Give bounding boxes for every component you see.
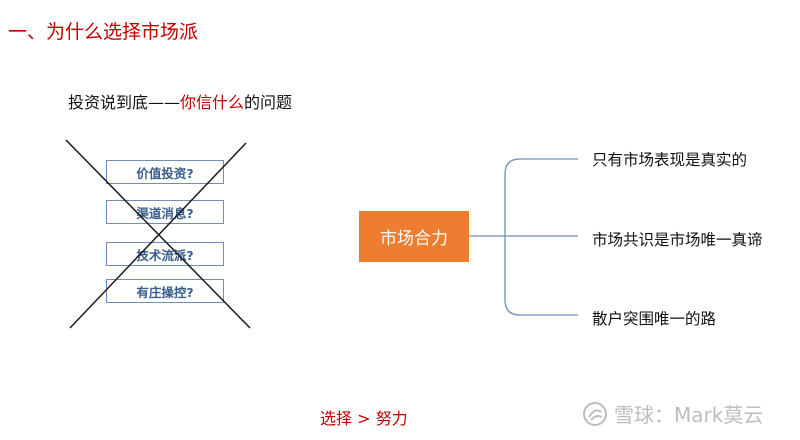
cross-line-1 [65,139,251,329]
watermark: 雪球：Mark莫云 [582,399,763,428]
branch-label-1: 只有市场表现是真实的 [592,151,748,169]
option-box-value-investing: 价值投资? [106,160,224,184]
subtitle-suffix: 的问题 [244,93,293,112]
snowball-logo-icon [583,401,607,426]
connector-bracket [504,158,578,316]
option-box-technical-analysis: 技术流派? [106,242,224,266]
option-box-manipulation: 有庄操控? [106,279,224,303]
option-box-insider-news: 渠道消息? [106,200,224,224]
subtitle-highlight: 你信什么 [180,93,245,112]
cross-line-2 [69,142,247,329]
branch-label-2: 市场共识是市场唯一真谛 [592,231,763,249]
watermark-text: 雪球：Mark莫云 [614,403,764,427]
bottom-conclusion: 选择 > 努力 [320,409,408,428]
center-node: 市场合力 [359,211,469,262]
subtitle-prefix: 投资说到底—— [68,93,181,112]
branch-label-3: 散户突围唯一的路 [592,310,717,328]
subtitle: 投资说到底——你信什么的问题 [68,89,292,113]
slide-title: 一、为什么选择市场派 [8,21,199,43]
